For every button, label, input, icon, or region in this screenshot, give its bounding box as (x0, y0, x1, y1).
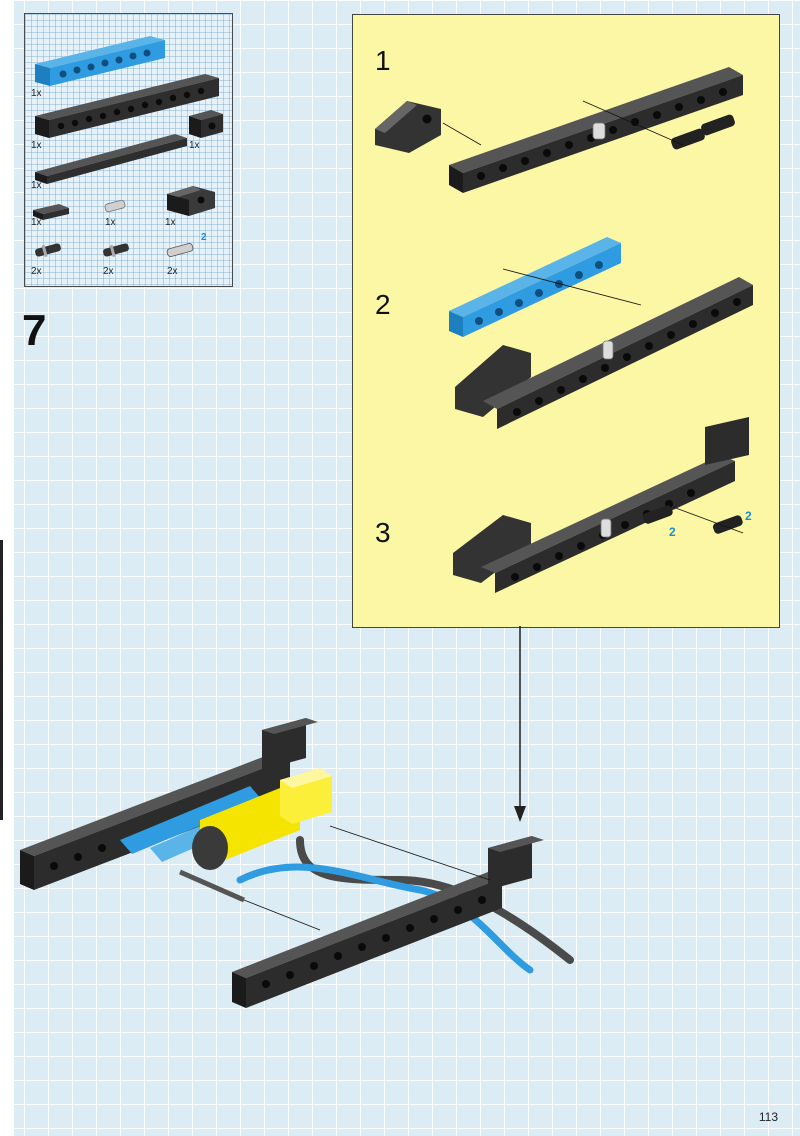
qty-pin-b: 2x (103, 266, 114, 277)
substep-2-illustration (449, 237, 753, 429)
callout-pin-count: 2 (745, 509, 752, 523)
substep-3-illustration (453, 417, 749, 593)
main-assembly-illustration (20, 626, 574, 1008)
substep-3-number: 3 (375, 517, 391, 548)
step-number: 7 (22, 306, 47, 355)
connector-arrow-head (514, 806, 526, 822)
qty-small-plate: 1x (31, 217, 42, 228)
parts-illustrations (33, 36, 223, 258)
front-beam (232, 836, 544, 1008)
subassembly-illustrations (375, 67, 753, 593)
blue-beam-part (35, 36, 165, 86)
page-binding-edge (0, 0, 14, 1136)
small-plate-part (33, 204, 69, 220)
pin-c-part (166, 243, 194, 257)
slope-part (167, 186, 215, 216)
substep-1-illustration (375, 67, 743, 193)
substep-1-number: 1 (375, 45, 391, 76)
plate-part (35, 134, 187, 184)
qty-blue-beam: 1x (31, 88, 42, 99)
parts-list-box: 1x 1x 1x 1x 1x 1x 1x 2x 2x 2x 2 (24, 13, 233, 287)
blue-frame (120, 786, 262, 854)
axle (178, 869, 246, 903)
pin-b-part (103, 243, 129, 258)
qty-plate: 1x (31, 180, 42, 191)
qty-pin-c: 2x (167, 266, 178, 277)
small-brick-part (189, 110, 223, 138)
qty-slope: 1x (165, 217, 176, 228)
page-binding-bar (0, 540, 3, 820)
qty-axle-pin: 1x (105, 217, 116, 228)
pin-a-part (35, 243, 61, 258)
qty-pin-a: 2x (31, 266, 42, 277)
back-beam-holes (50, 844, 106, 870)
long-beam-part (35, 74, 219, 138)
page-number: 113 (758, 1110, 778, 1124)
axle-pin-part (104, 199, 126, 213)
qty-long-beam: 1x (31, 140, 42, 151)
blue-hose (236, 863, 534, 974)
yellow-motor (192, 768, 332, 870)
subassembly-panel: 1 2 3 2 2 (352, 14, 780, 628)
callout-pins-count: 2 (669, 525, 676, 539)
callout-pin-c: 2 (201, 232, 207, 243)
qty-small-brick: 1x (189, 140, 200, 151)
substep-2-number: 2 (375, 289, 391, 320)
